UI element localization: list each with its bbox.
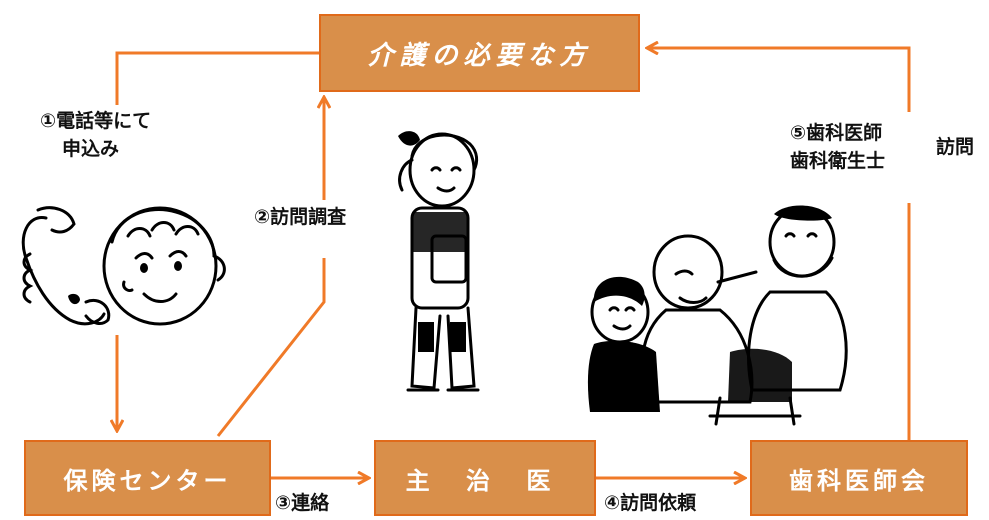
hoken-center-box: 保険センター: [24, 440, 271, 516]
dental-association-box: 歯科医師会: [750, 440, 968, 516]
edge-label-apply-1: ①電話等にて: [40, 110, 152, 132]
shujii-label: 主 治 医: [405, 466, 565, 495]
arrow-apply: [115, 51, 319, 105]
dental-visit-illustration: [587, 205, 848, 426]
care-person-label: 介護の必要な方: [367, 40, 592, 71]
edge-label-visit-1: ⑤歯科医師: [790, 122, 883, 144]
edge-label-visit-2: 歯科衛生士: [790, 150, 886, 172]
arrow-survey: [216, 258, 326, 437]
edge-label-apply-2: 申込み: [62, 138, 120, 160]
shujii-box: 主 治 医: [374, 440, 596, 516]
hoken-center-label: 保険センター: [63, 466, 232, 495]
dental-association-label: 歯科医師会: [789, 466, 929, 495]
arrow-visit-top: [648, 48, 911, 112]
edge-label-survey: ②訪問調査: [254, 206, 347, 228]
care-person-box: 介護の必要な方: [319, 14, 640, 92]
edge-label-contact: ③連絡: [275, 492, 330, 514]
caseworker-illustration: [398, 131, 480, 392]
woman-on-phone-illustration: [21, 206, 226, 326]
edge-label-request: ④訪問依頼: [604, 492, 697, 514]
edge-label-visit-suffix: 訪問: [936, 136, 975, 158]
